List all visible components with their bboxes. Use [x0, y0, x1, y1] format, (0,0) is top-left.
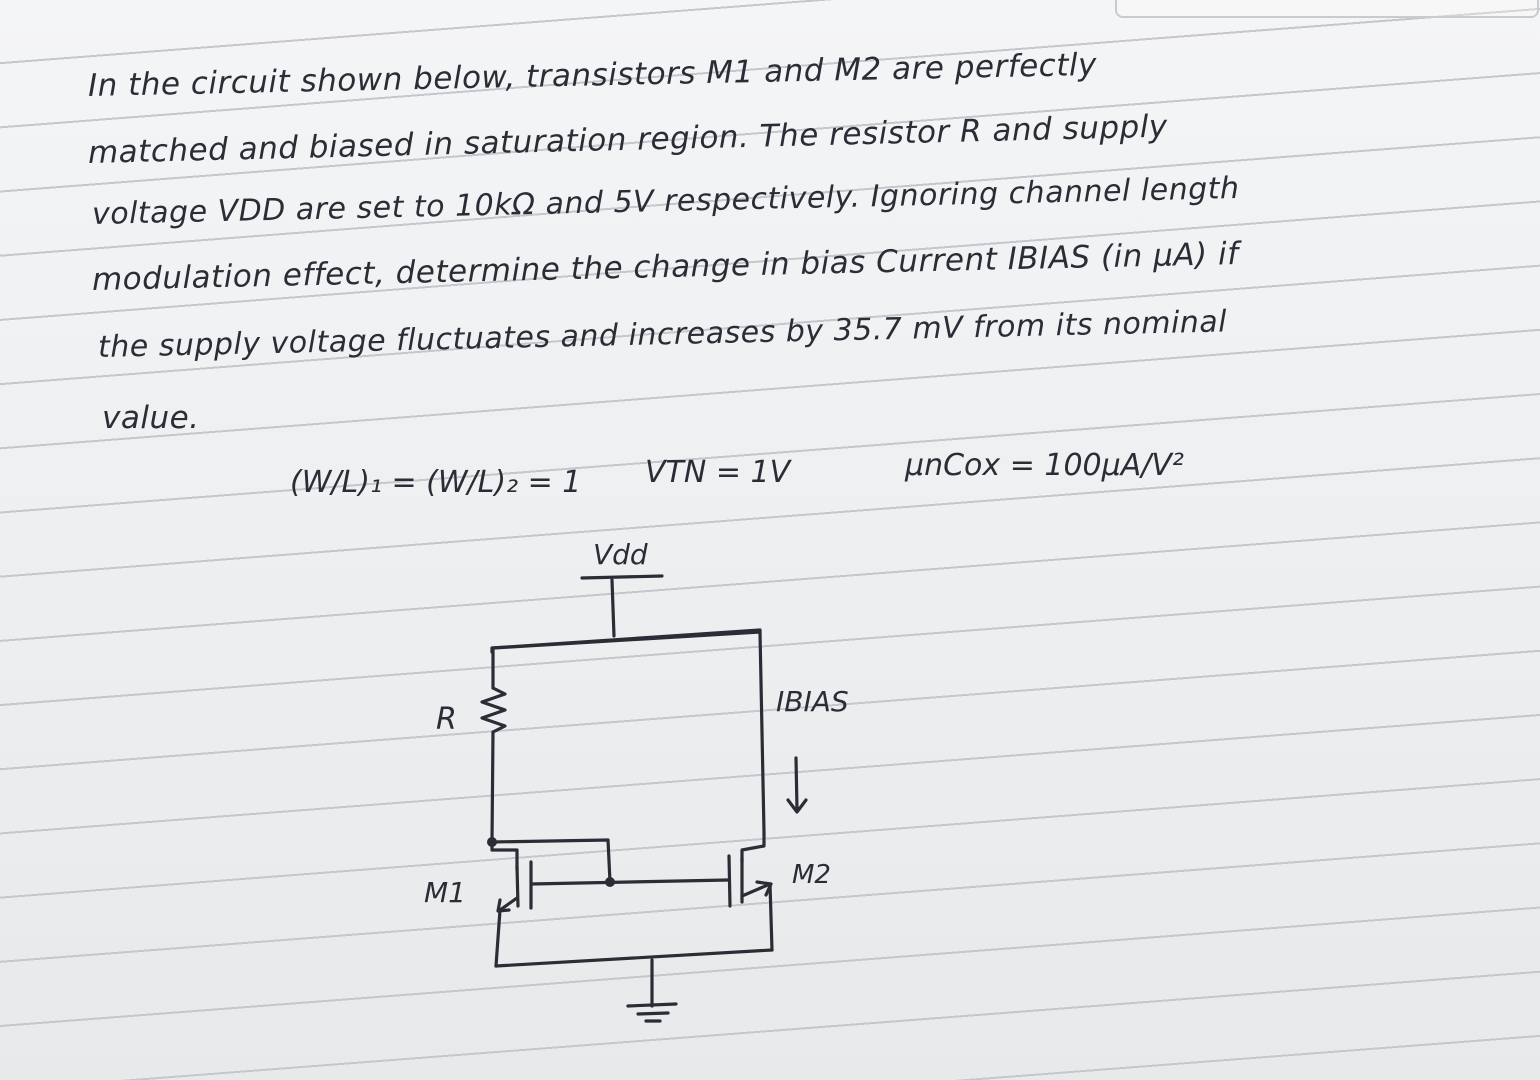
node-dot-gate [605, 877, 615, 887]
m2-gate-plate [727, 854, 732, 908]
m1-label: M1 [424, 876, 466, 909]
m2-label: M2 [792, 860, 831, 890]
problem-line-6: value. [102, 400, 200, 436]
vdd-bar [580, 574, 664, 580]
given-wl-ratio: (W/L)₁ = (W/L)₂ = 1 [290, 465, 582, 500]
ibias-label: IBIAS [776, 685, 849, 718]
m1-source-arrow [496, 898, 511, 913]
given-vtn: VTN = 1V [645, 455, 791, 490]
left-wire-bottom [490, 730, 495, 844]
bottom-rail [494, 948, 774, 968]
resistor-r [480, 686, 507, 734]
m2-drain [740, 830, 766, 864]
ground-line-2 [636, 1011, 670, 1016]
given-uncox: μnCox = 100μA/V² [905, 448, 1184, 483]
ibias-arrow-head [786, 798, 808, 814]
m1-drain [490, 840, 519, 872]
node-dot-drain [487, 837, 497, 847]
resistor-label: R [436, 702, 457, 737]
ground-line-1 [626, 1002, 678, 1008]
m2-source-arrow [755, 880, 773, 897]
gate-line [529, 878, 730, 886]
ibias-arrow-shaft [794, 756, 799, 812]
diode-connection [490, 838, 612, 884]
vdd-label: Vdd [593, 538, 648, 571]
vdd-stem [610, 578, 616, 638]
m1-channel [515, 864, 520, 908]
page-fold [1115, 0, 1539, 18]
right-wire [758, 630, 766, 834]
